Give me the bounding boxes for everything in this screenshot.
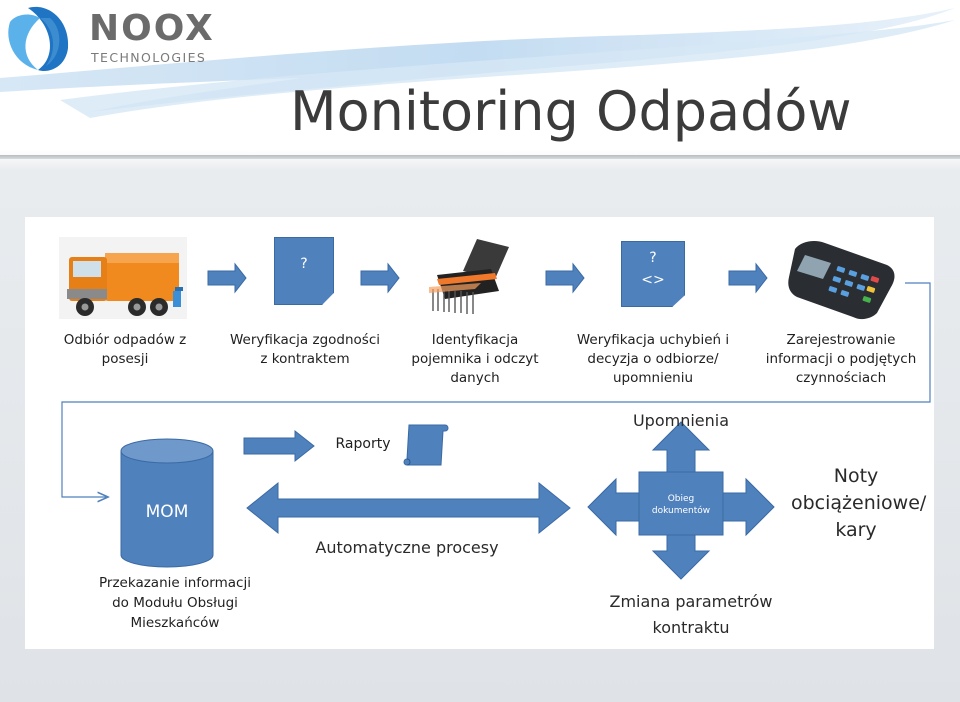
- database-icon: [120, 438, 214, 568]
- flow-arrow-3: [545, 262, 585, 294]
- page-title: Monitoring Odpadów: [290, 80, 852, 143]
- verification-doc-icon: ?: [274, 237, 334, 305]
- diagram-graphics: [59, 237, 931, 580]
- doc-question-glyph: ?: [649, 250, 657, 266]
- auto-processes-label: Automatyczne procesy: [315, 538, 499, 557]
- payment-terminal-icon: [788, 241, 895, 320]
- flow-arrow-1: [207, 262, 247, 294]
- flow-arrow-2: [360, 262, 400, 294]
- hub-top-label: Upomnienia: [632, 411, 730, 430]
- header-swoosh-graphic: [0, 6, 955, 118]
- barcode-scanner-icon: [425, 237, 517, 317]
- scroll-icon: [403, 424, 449, 466]
- logo-mark: [8, 6, 69, 72]
- brand-name: NOOX: [89, 8, 215, 49]
- doc-question-glyph: ?: [300, 256, 308, 272]
- header: NOOX TECHNOLOGIES Monitoring Odpadów: [0, 0, 960, 160]
- brand-subtitle: TECHNOLOGIES: [91, 50, 207, 65]
- flow-arrow-4: [728, 262, 768, 294]
- automatic-processes-arrow: [246, 481, 571, 535]
- connector-right: [61, 282, 931, 497]
- title-divider: [0, 155, 960, 159]
- document-hub-box: [638, 471, 724, 536]
- reports-arrow: [243, 429, 315, 463]
- document-hub-arrows: [587, 421, 775, 580]
- mom-label: MOM: [145, 502, 189, 522]
- reports-label: Raporty: [335, 436, 391, 452]
- doc-code-glyph: <>: [641, 272, 665, 288]
- decision-doc-icon: ? <>: [621, 241, 685, 307]
- garbage-truck-icon: [59, 237, 187, 319]
